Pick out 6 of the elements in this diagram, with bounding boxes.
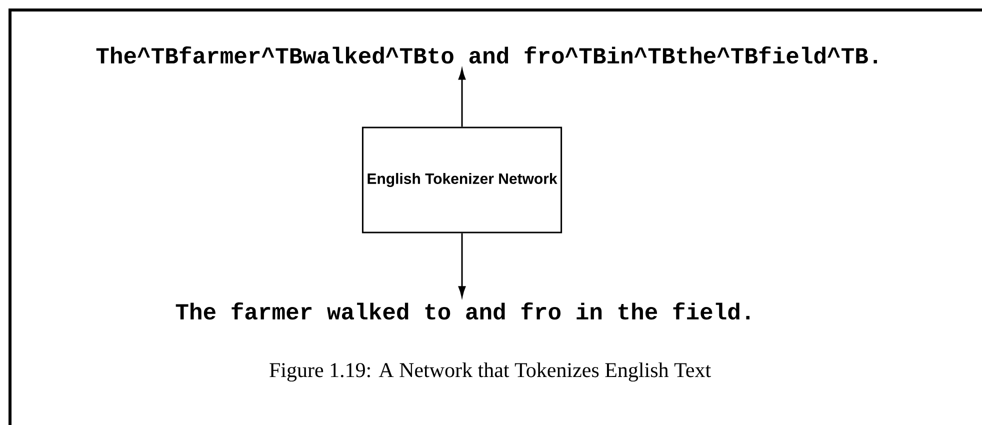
process-box: English Tokenizer Network [362,126,562,234]
figure-caption: Figure 1.19: A Network that Tokenizes English Text [270,362,711,382]
code-text: The farmer walked to and fro in the field. [176,302,750,320]
arrow [458,233,466,297]
code-text: The^TBfarmer^TBwalked^TBto and fro^TBin^TBthe^TBfield^TB. [96,46,877,64]
arrow [458,69,466,127]
